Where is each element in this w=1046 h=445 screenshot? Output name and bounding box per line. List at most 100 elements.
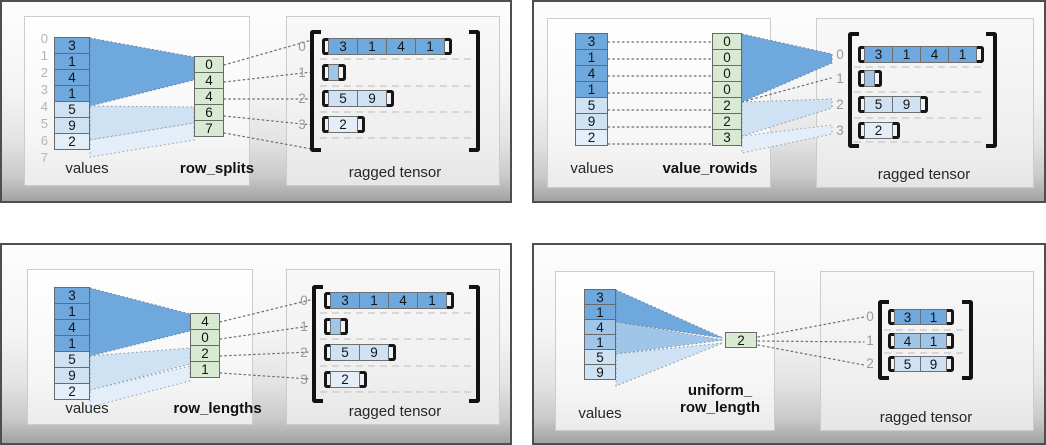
- tensor-cell: 3: [328, 38, 358, 55]
- tensor-cell: 3: [330, 292, 360, 309]
- empty-row-fill: [330, 318, 341, 335]
- key-cell: 2: [190, 345, 220, 362]
- value-cell: 1: [584, 334, 616, 350]
- key-cell: 0: [712, 65, 742, 82]
- tensor-cell: 9: [920, 356, 947, 372]
- bracket-open-icon: [888, 356, 895, 372]
- value-cell: 4: [54, 319, 90, 336]
- bracket-close-icon: [358, 116, 365, 133]
- tensor-row: 3 1 4 1: [324, 292, 454, 309]
- row-index: 1: [300, 319, 308, 334]
- outer-bracket-right: [962, 300, 973, 380]
- bracket-open-icon: [858, 70, 865, 87]
- value-cell: 9: [54, 117, 90, 134]
- row-index: 0: [866, 309, 874, 324]
- tensor-row: 3 1: [888, 309, 954, 325]
- boundary-index: 1: [40, 48, 48, 63]
- values-label: values: [570, 160, 614, 177]
- values-column: 3 1 4 1 5 9 2: [54, 287, 90, 400]
- outer-bracket-left: [312, 285, 323, 403]
- key-cell: 4: [194, 72, 224, 89]
- value-cell: 9: [575, 113, 608, 130]
- tensor-cell: 3: [894, 309, 921, 325]
- boundary-index: 3: [40, 82, 48, 97]
- value-cell: 1: [575, 81, 608, 98]
- tensor-cell: 4: [894, 333, 921, 349]
- boundary-index: 4: [40, 99, 48, 114]
- tensor-cell: 9: [892, 96, 921, 113]
- tensor-cell: 1: [920, 333, 947, 349]
- bracket-open-icon: [324, 318, 331, 335]
- panel-row-lengths: 3 1 4 1 5 9 2 4 0 2 1 0 1 2 3 3 1 4 1: [0, 243, 512, 445]
- empty-row-fill: [864, 70, 875, 87]
- tensor-row: 2: [324, 371, 367, 388]
- tensor-cell: 4: [388, 292, 418, 309]
- key-cell: 1: [190, 361, 220, 378]
- key-cell: 3: [712, 129, 742, 146]
- row-index: 0: [298, 39, 306, 54]
- panel-value-rowids: 3 1 4 1 5 9 2 0 0 0 0 2 2 3 0 1 2 3 3 1 …: [532, 0, 1046, 203]
- value-cell: 2: [54, 383, 90, 400]
- key-cell: 4: [194, 88, 224, 105]
- key-cell: 4: [190, 313, 220, 330]
- tensor-cell: 1: [417, 292, 447, 309]
- values-column: 3 1 4 1 5 9 2: [54, 37, 90, 150]
- bracket-close-icon: [947, 309, 954, 325]
- value-cell: 3: [575, 33, 608, 50]
- value-cell: 1: [54, 303, 90, 320]
- tensor-box: [820, 271, 1034, 431]
- key-cell: 0: [712, 49, 742, 66]
- bracket-open-icon: [322, 38, 329, 55]
- empty-row-fill: [328, 64, 339, 81]
- values-column: 3 1 4 1 5 9: [584, 289, 616, 380]
- bracket-open-icon: [888, 309, 895, 325]
- row-index: 2: [298, 91, 306, 106]
- value-rowids-column: 0 0 0 0 2 2 3: [712, 33, 742, 146]
- outer-bracket-right: [469, 30, 480, 152]
- value-cell: 3: [54, 37, 90, 54]
- bracket-open-icon: [858, 96, 865, 113]
- bracket-close-icon: [977, 46, 984, 63]
- tensor-row: 4 1: [888, 333, 954, 349]
- boundary-index: 7: [40, 150, 48, 165]
- bracket-open-icon: [858, 122, 865, 139]
- row-index: 3: [836, 123, 844, 138]
- uniform-row-length-cell: 2: [725, 332, 757, 348]
- tensor-cell: 5: [864, 96, 893, 113]
- panel-uniform-row-length: 3 1 4 1 5 9 2 0 1 2 3 1 4 1 5 9: [532, 243, 1046, 445]
- bracket-open-icon: [324, 344, 331, 361]
- tensor-cell: 2: [864, 122, 893, 139]
- value-cell: 5: [54, 101, 90, 118]
- row-index: 2: [836, 97, 844, 112]
- bracket-close-icon: [389, 344, 396, 361]
- values-label: values: [65, 160, 109, 177]
- bracket-close-icon: [339, 64, 346, 81]
- key-cell: 0: [194, 56, 224, 73]
- row-index: 1: [866, 333, 874, 348]
- key-cell: 7: [194, 120, 224, 137]
- key-cell: 2: [712, 97, 742, 114]
- tensor-cell: 5: [328, 90, 358, 107]
- tensor-cell: 2: [330, 371, 360, 388]
- tensor-cell: 1: [415, 38, 445, 55]
- value-cell: 3: [54, 287, 90, 304]
- values-column: 3 1 4 1 5 9 2: [575, 33, 608, 146]
- boundary-index: 5: [40, 116, 48, 131]
- value-cell: 1: [54, 53, 90, 70]
- row-index: 2: [866, 356, 874, 371]
- row-index: 3: [298, 117, 306, 132]
- ragged-tensor-label: ragged tensor: [877, 166, 971, 183]
- value-cell: 2: [575, 129, 608, 146]
- bracket-open-icon: [322, 90, 329, 107]
- value-cell: 4: [54, 69, 90, 86]
- bracket-close-icon: [921, 96, 928, 113]
- tensor-row-empty: [322, 64, 346, 81]
- bracket-open-icon: [324, 371, 331, 388]
- tensor-cell: 1: [920, 309, 947, 325]
- boundary-index: 2: [40, 65, 48, 80]
- bracket-open-icon: [322, 116, 329, 133]
- key-label-line2: row_length: [679, 399, 760, 416]
- tensor-cell: 1: [357, 38, 387, 55]
- tensor-cell: 1: [948, 46, 977, 63]
- value-cell: 1: [584, 304, 616, 320]
